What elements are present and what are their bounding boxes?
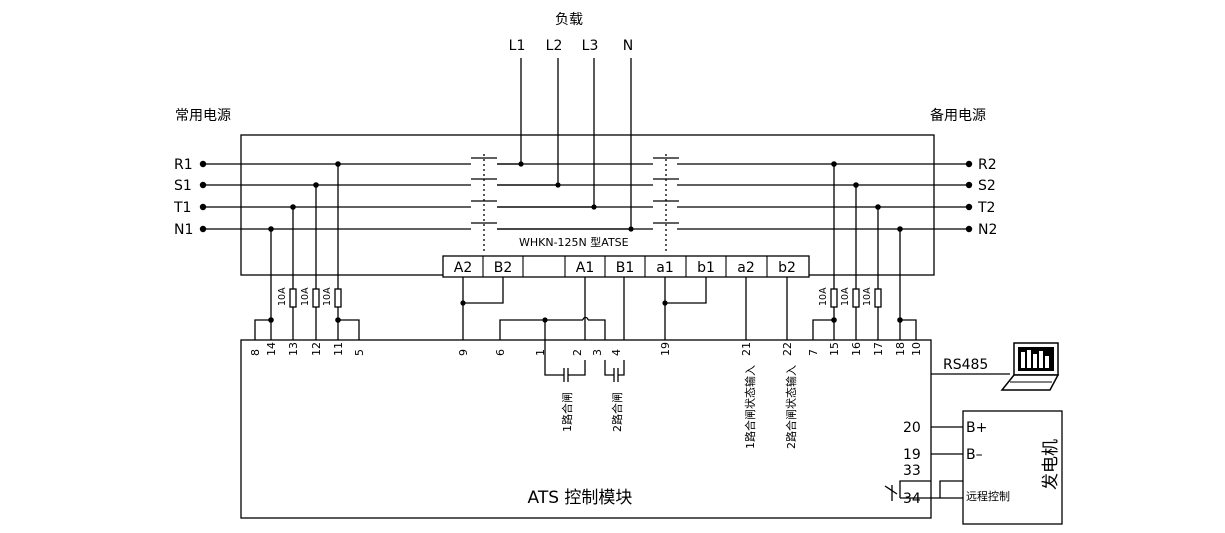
load-title: 负载 [555,12,583,28]
backup-source-title: 备用电源 [930,107,986,124]
generator-wiring: 20 19 33 34 [884,420,963,507]
load-line-labels: L1 L2 L3 N [509,38,634,54]
fuse-label-12: 10A [300,287,311,306]
terminal-b2-lower: b2 [778,260,796,276]
generator-term-bplus: B+ [966,420,987,436]
controller-pin-labels: 8 14 13 12 11 5 9 6 1 2 3 4 19 21 22 7 1… [249,342,923,356]
phase-r1: R1 [174,157,193,173]
gen-pin-20: 20 [903,420,921,436]
load-line-n: N [623,38,633,54]
pin-2: 2 [571,349,584,356]
pin-3: 3 [591,349,604,356]
backup-switch-contacts [653,154,679,254]
controller-box [240,339,932,519]
switch-enclosure [240,134,935,276]
pin-15: 15 [828,342,841,356]
pin-14: 14 [265,342,278,356]
main-phase-labels: R1 S1 T1 N1 [173,157,193,238]
fuse-label-16: 10A [840,287,851,306]
terminal-b1: B1 [616,260,635,276]
main-source-title: 常用电源 [175,108,231,124]
fuse-label-13: 10A [277,287,288,306]
pin-16: 16 [850,342,863,356]
generator-term-bminus: B– [966,447,983,463]
signal-close-1: 1路合闸 [560,392,574,432]
switch-model: WHKN-125N 型ATSE [519,235,629,249]
pin-8: 8 [249,349,262,356]
load-wires [497,58,632,230]
pin-6: 6 [494,349,507,356]
backup-phase-labels: R2 S2 T2 N2 [977,157,997,238]
backup-fuses: 10A 10A 10A [818,287,882,308]
laptop-icon [1000,342,1060,391]
gen-pin-33: 33 [903,463,921,479]
phase-n1: N1 [174,222,193,238]
pin-21: 21 [740,342,753,356]
pin-18: 18 [894,342,907,356]
backup-phase-wires [677,160,973,233]
signal-close-2: 2路合闸 [610,392,624,432]
phase-n2: N2 [978,222,997,238]
switch-terminal-strip: A2 B2 A1 B1 a1 b1 a2 b2 [442,255,810,278]
load-line-l3: L3 [582,38,599,54]
pin-9: 9 [457,349,470,356]
generator-title: 发电机 [1041,439,1061,490]
terminal-b2: B2 [494,260,513,276]
load-line-l1: L1 [509,38,526,54]
pin-13: 13 [287,342,300,356]
signal-labels: 1路合闸 2路合闸 1路合闸状态输入 2路合闸状态输入 [560,365,798,449]
signal-status-1: 1路合闸状态输入 [743,365,757,449]
pin-10: 10 [910,342,923,356]
signal-status-2: 2路合闸状态输入 [784,365,798,449]
phase-s2: S2 [978,178,996,194]
terminal-a1: A1 [576,260,594,276]
fuse-label-15: 10A [818,287,829,306]
pin-5: 5 [353,349,366,356]
phase-r2: R2 [978,157,997,173]
pin-4: 4 [610,349,623,356]
terminal-a2: A2 [454,260,472,276]
pin-7: 7 [807,349,820,356]
load-bus-segments [497,163,653,230]
controller-title: ATS 控制模块 [528,488,633,508]
pin-12: 12 [310,342,323,356]
generator-remote-control: 远程控制 [966,489,1010,503]
main-switch-contacts [471,154,497,254]
phase-t1: T1 [173,200,191,216]
fuse-label-11: 10A [322,287,333,306]
fuse-label-17: 10A [862,287,873,306]
gen-pin-19: 19 [903,447,921,463]
main-fuses: 10A 10A 10A [277,287,342,308]
generator-box [962,410,1063,525]
pin-22: 22 [781,342,794,356]
pin-1: 1 [534,349,547,356]
junction-dots [268,161,903,232]
pin-17: 17 [872,342,885,356]
terminal-a2-lower: a2 [737,260,755,276]
phase-s1: S1 [174,178,192,194]
main-sense-wires [254,164,360,340]
gen-pin-34: 34 [903,491,921,507]
phase-t2: T2 [977,200,995,216]
rs485-label: RS485 [943,357,988,373]
control-wires [460,277,788,382]
pin-19: 19 [659,342,672,356]
pin-11: 11 [332,342,345,356]
backup-sense-wires [812,164,917,340]
terminal-a1-lower: a1 [656,260,674,276]
load-line-l2: L2 [546,38,563,54]
terminal-b1-lower: b1 [697,260,715,276]
